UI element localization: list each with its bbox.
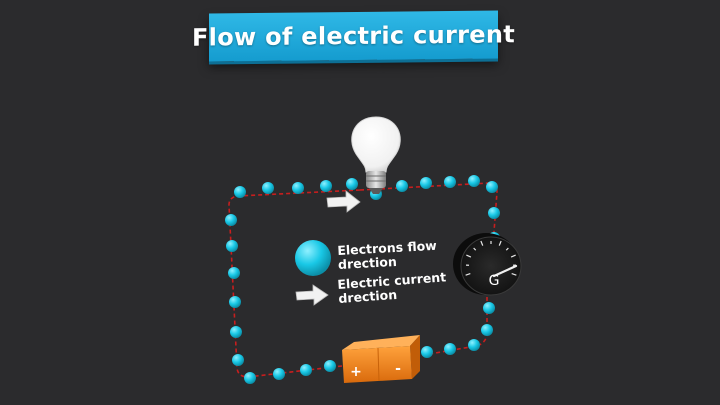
electron-icon — [444, 176, 456, 188]
electron-icon — [483, 302, 495, 314]
electron-icon — [468, 339, 480, 351]
electron-icon — [420, 177, 432, 189]
electron-icon — [396, 180, 408, 192]
electron-icon — [444, 343, 456, 355]
electron-icon — [292, 182, 304, 194]
electron-icon — [468, 175, 480, 187]
electron-icon — [226, 240, 238, 252]
battery-positive-label: + — [350, 364, 362, 380]
electron-icon — [244, 372, 256, 384]
electron-icon — [225, 214, 237, 226]
galvanometer-label: G — [489, 273, 500, 289]
electron-icon — [229, 296, 241, 308]
light-bulb-icon — [351, 116, 401, 194]
electron-icon — [262, 182, 274, 194]
current-direction-arrow — [326, 190, 361, 213]
electron-icon — [234, 186, 246, 198]
meter-tick — [466, 254, 472, 258]
electron-icon — [232, 354, 244, 366]
galvanometer-icon: G — [453, 233, 522, 296]
electron-icon — [481, 324, 493, 336]
battery-negative-label: - — [395, 361, 401, 377]
title-banner: Flow of electric current — [192, 10, 515, 62]
electron-icon — [324, 360, 336, 372]
meter-tick — [510, 254, 516, 258]
electron-icon — [486, 181, 498, 193]
electron-icon — [273, 368, 285, 380]
meter-tick — [511, 272, 517, 276]
electron-icon — [421, 346, 433, 358]
meter-tick — [465, 272, 471, 276]
electron-icon — [300, 364, 312, 376]
meter-tick — [505, 247, 509, 251]
legend-arrow-icon — [295, 284, 329, 306]
meter-tick — [480, 240, 484, 246]
page-title: Flow of electric current — [191, 20, 516, 52]
electron-icon — [320, 180, 332, 192]
meter-tick — [473, 247, 477, 251]
electron-icon — [230, 326, 242, 338]
electron-icon — [228, 267, 240, 279]
battery-icon: + - — [342, 335, 420, 383]
electron-icon — [488, 207, 500, 219]
meter-tick — [498, 240, 502, 246]
legend-electron-icon — [295, 240, 331, 276]
electron-icon — [346, 178, 358, 190]
